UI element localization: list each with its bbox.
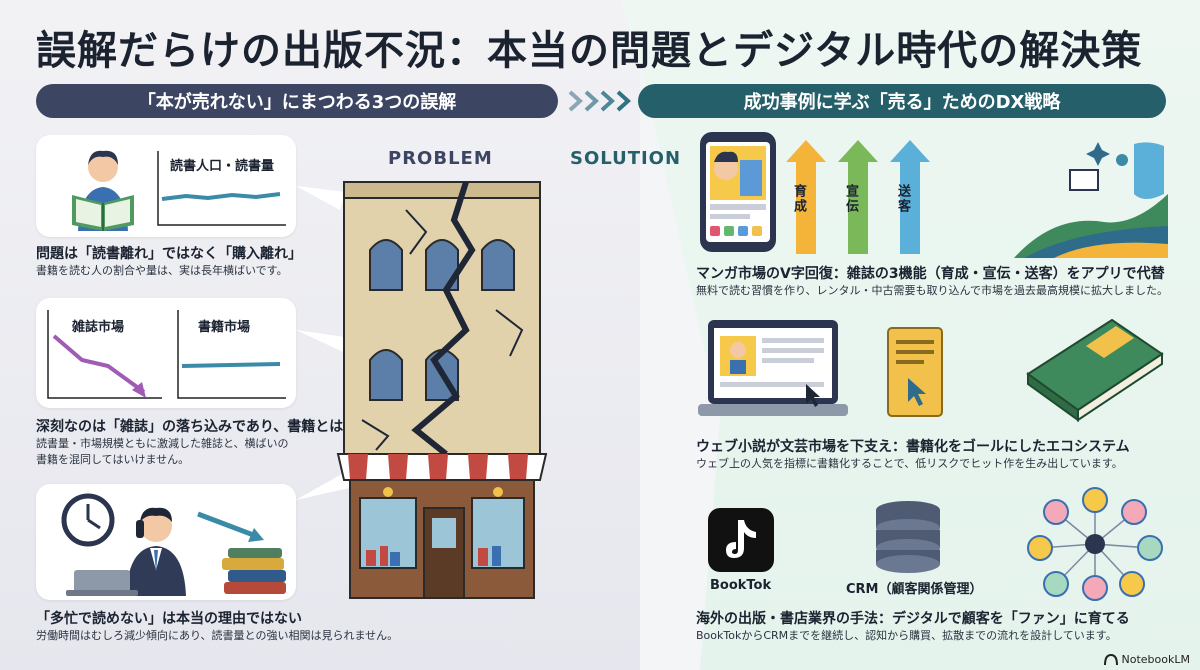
reading-person-icon — [72, 150, 134, 231]
booktok-label: BookTok — [710, 578, 772, 593]
clock-icon — [61, 493, 115, 547]
reading-population-chart — [157, 151, 286, 226]
misconceptions-header: 「本が売れない」にまつわる3つの誤解 — [36, 84, 558, 118]
misconception-heading-3: 「多忙で読めない」は本当の理由ではない — [36, 611, 302, 627]
arrow-label-promote: 宣伝 — [843, 184, 858, 214]
busy-worker-illustration — [61, 493, 286, 596]
notebooklm-logo: NotebookLM — [1103, 653, 1190, 666]
strategy-desc-1: 無料で読む習慣を作り、レンタル・中古需要も取り込んで市場を過去最高規模に拡大しま… — [696, 284, 1169, 297]
chart-label-books: 書籍市場 — [198, 320, 251, 335]
misconception-desc-1: 書籍を読む人の割合や量は、実は長年横ばいです。 — [36, 264, 288, 277]
database-icon — [876, 501, 940, 573]
strategy-heading-3: 海外の出版・書店業界の手法：デジタルで顧客を「ファン」に育てる — [696, 611, 1130, 627]
chart-label-magazine: 雑誌市場 — [72, 320, 125, 335]
solution-label: SOLUTION — [570, 148, 682, 169]
three-arrows-icon — [786, 140, 930, 254]
book-market-chart — [177, 310, 286, 399]
book-stack-icon — [222, 548, 286, 594]
chevron-right-icon — [568, 90, 631, 112]
misconception-card-magazine: 雑誌市場 書籍市場 — [36, 298, 296, 408]
businessman-icon — [126, 507, 186, 596]
strategy-desc-2: ウェブ上の人気を指標に書籍化することで、低リスクでヒット作を生み出しています。 — [696, 457, 1123, 470]
book-cursor-icon — [887, 327, 943, 417]
strategy-desc-3: BookTokからCRMまでを継続し、認知から購買、拡散までの流れを設計していま… — [696, 629, 1117, 642]
problem-label: PROBLEM — [388, 148, 493, 169]
footer-text: NotebookLM — [1121, 653, 1190, 666]
laptop-icon — [66, 570, 138, 596]
page-title: 誤解だらけの出版不況：本当の問題とデジタル時代の解決策 — [36, 28, 1143, 74]
misconception-card-busy — [36, 484, 296, 600]
cracked-bookstore-building-icon — [296, 181, 548, 599]
chart-label-reading: 読書人口・読書量 — [170, 159, 275, 174]
crm-label: CRM（顧客関係管理） — [846, 582, 983, 597]
strategy-heading-1: マンガ市場のV字回復：雑誌の3機能（育成・宣伝・送客）をアプリで代替 — [696, 266, 1165, 282]
misconception-desc-2b: 書籍を混同してはいけません。 — [36, 453, 190, 466]
manga-app-phone-icon — [700, 132, 776, 252]
decrease-arrow — [197, 511, 257, 539]
book-flat-line — [181, 362, 281, 368]
reading-trend-line — [161, 192, 281, 201]
notebooklm-icon — [1103, 653, 1118, 665]
misconception-desc-2a: 読書量・市場規模ともに激減した雑誌と、横ばいの — [36, 437, 289, 450]
strategies-header: 成功事例に学ぶ「売る」ためのDX戦略 — [638, 84, 1166, 118]
arrow-label-nurture: 育成 — [791, 184, 806, 214]
web-novel-laptop-icon — [698, 320, 848, 416]
rising-landscape-icon — [1014, 142, 1168, 258]
misconception-heading-1: 問題は「読書離れ」ではなく「購入離れ」 — [36, 246, 302, 262]
fan-network-icon — [1027, 487, 1163, 601]
misconception-desc-3: 労働時間はむしろ減少傾向にあり、読書量との強い相関は見られません。 — [36, 629, 399, 642]
strategy-heading-2: ウェブ小説が文芸市場を下支え：書籍化をゴールにしたエコシステム — [696, 439, 1130, 455]
tiktok-icon — [708, 508, 774, 572]
misconception-heading-2: 深刻なのは「雑誌」の落ち込みであり、書籍とは違う — [36, 419, 372, 435]
misconception-card-reading: 読書人口・読書量 — [36, 135, 296, 237]
magazine-decline-line — [52, 334, 146, 394]
green-book-icon — [1026, 318, 1164, 422]
arrow-label-refer: 送客 — [895, 184, 910, 214]
magazine-market-chart — [47, 310, 162, 399]
